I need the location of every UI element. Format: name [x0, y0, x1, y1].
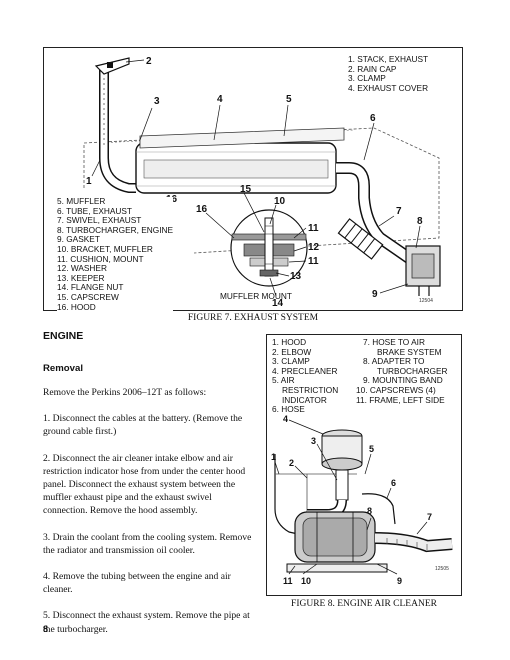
figure-7-caption: FIGURE 7. EXHAUST SYSTEM: [187, 313, 319, 323]
callout-5: 5: [286, 94, 292, 105]
callout-4: 4: [283, 414, 288, 424]
legend-item: 7. HOSE TO AIR: [363, 337, 425, 347]
callout-3: 3: [311, 436, 316, 446]
legend-item: 3. CLAMP: [348, 73, 386, 84]
callout-16b: 16: [196, 204, 208, 215]
callout-4: 4: [217, 94, 223, 105]
legend-item: 1. STACK, EXHAUST: [348, 54, 429, 64]
air-cleaner-illustration: 4 1 2 3 5 6 8 7 9 10 11 12505: [271, 414, 453, 586]
step-2: 2. Disconnect the air cleaner intake elb…: [43, 452, 246, 517]
legend-item: 8. TURBOCHARGER, ENGINE: [57, 224, 174, 235]
exhaust-system-illustration: 1 2 3 4 5 6 7 8 9 10 11 11 12 13 14 15 1…: [83, 56, 441, 309]
procedure-text: Remove the Perkins 2006–12T as follows: …: [43, 386, 255, 636]
callout-6: 6: [391, 478, 396, 488]
figure-8-legend-right: 7. HOSE TO AIR BRAKE SYSTEM 8. ADAPTER T…: [356, 337, 448, 405]
legend-item: 6. HOSE: [272, 404, 305, 415]
callout-14: 14: [272, 298, 284, 309]
figure-7-frame: [43, 47, 463, 311]
legend-item: 13. KEEPER: [57, 272, 105, 283]
callout-5: 5: [369, 444, 374, 454]
callout-3: 3: [154, 96, 160, 107]
callout-12: 12: [308, 242, 320, 253]
step-4: 4. Remove the tubing between the engine …: [43, 571, 231, 596]
legend-item: 4. EXHAUST COVER: [348, 82, 429, 93]
callout-8: 8: [417, 216, 423, 227]
legend-item: 2. RAIN CAP: [348, 63, 397, 74]
callout-9: 9: [372, 289, 378, 300]
legend-item: 9. GASKET: [57, 234, 100, 245]
legend-item: 12. WASHER: [57, 263, 107, 274]
legend-item: INDICATOR: [282, 394, 327, 405]
callout-10: 10: [301, 576, 311, 586]
legend-item: BRAKE SYSTEM: [377, 346, 442, 357]
step-5: 5. Disconnect the exhaust system. Remove…: [43, 610, 250, 635]
figure-8-caption: FIGURE 8. ENGINE AIR CLEANER: [291, 599, 437, 609]
callout-2: 2: [146, 56, 152, 67]
callout-1: 1: [86, 176, 92, 187]
step-3: 3. Drain the coolant from the cooling sy…: [43, 531, 252, 556]
callout-10: 10: [274, 196, 286, 207]
figure-8-legend-left: 1. HOOD 2. ELBOW 3. CLAMP 4. PRECLEANER …: [272, 337, 339, 415]
callout-13: 13: [290, 271, 302, 282]
legend-item: 3. CLAMP: [272, 356, 310, 367]
callout-6: 6: [370, 113, 376, 124]
intro-paragraph: Remove the Perkins 2006–12T as follows:: [43, 387, 207, 398]
section-heading: ENGINE: [43, 330, 84, 342]
legend-item: 10. BRACKET, MUFFLER: [57, 243, 153, 254]
legend-item: 15. CAPSCREW: [57, 291, 119, 302]
legend-item: 2. ELBOW: [272, 346, 312, 357]
legend-item: 5. MUFFLER: [57, 196, 106, 206]
callout-8: 8: [367, 506, 372, 516]
callout-15: 15: [240, 184, 252, 195]
legend-item: 6. TUBE, EXHAUST: [57, 205, 133, 216]
figure-7-legend-left: 5. MUFFLER 6. TUBE, EXHAUST 7. SWIVEL, E…: [57, 196, 174, 313]
legend-item: 16. HOOD: [57, 301, 96, 312]
legend-item: 7. SWIVEL, EXHAUST: [57, 215, 142, 226]
muffler-mount-label: MUFFLER MOUNT: [220, 291, 292, 301]
callout-11: 11: [283, 576, 293, 586]
figure-7-legend-top: 1. STACK, EXHAUST 2. RAIN CAP 3. CLAMP 4…: [348, 54, 429, 93]
drawing-number: 12504: [419, 298, 433, 304]
callout-11a: 11: [308, 223, 319, 234]
callout-7: 7: [427, 512, 432, 522]
callout-9: 9: [397, 576, 402, 586]
callout-7: 7: [396, 206, 402, 217]
legend-item: 14. FLANGE NUT: [57, 282, 124, 293]
page-number: 8: [43, 624, 49, 634]
legend-item: 4. PRECLEANER: [272, 365, 338, 376]
legend-item: 10. CAPSCREWS (4): [356, 384, 436, 395]
callout-11b: 11: [308, 256, 319, 267]
step-1: 1. Disconnect the cables at the battery.…: [43, 413, 243, 438]
callout-2: 2: [289, 458, 294, 468]
legend-item: 8. ADAPTER TO: [363, 356, 425, 367]
section-subheading: Removal: [43, 363, 83, 374]
legend-item: 1. HOOD: [272, 337, 307, 347]
legend-item: 11. CUSHION, MOUNT: [57, 253, 144, 264]
legend-item: 9. MOUNTING BAND: [363, 375, 443, 386]
drawing-number: 12505: [435, 566, 449, 572]
legend-item: 5. AIR: [272, 375, 295, 386]
legend-item: RESTRICTION: [282, 384, 339, 395]
legend-item: 11. FRAME, LEFT SIDE: [356, 394, 445, 405]
legend-item: TURBOCHARGER: [377, 365, 448, 376]
figure-8-frame: [266, 334, 462, 596]
callout-1: 1: [271, 452, 276, 462]
